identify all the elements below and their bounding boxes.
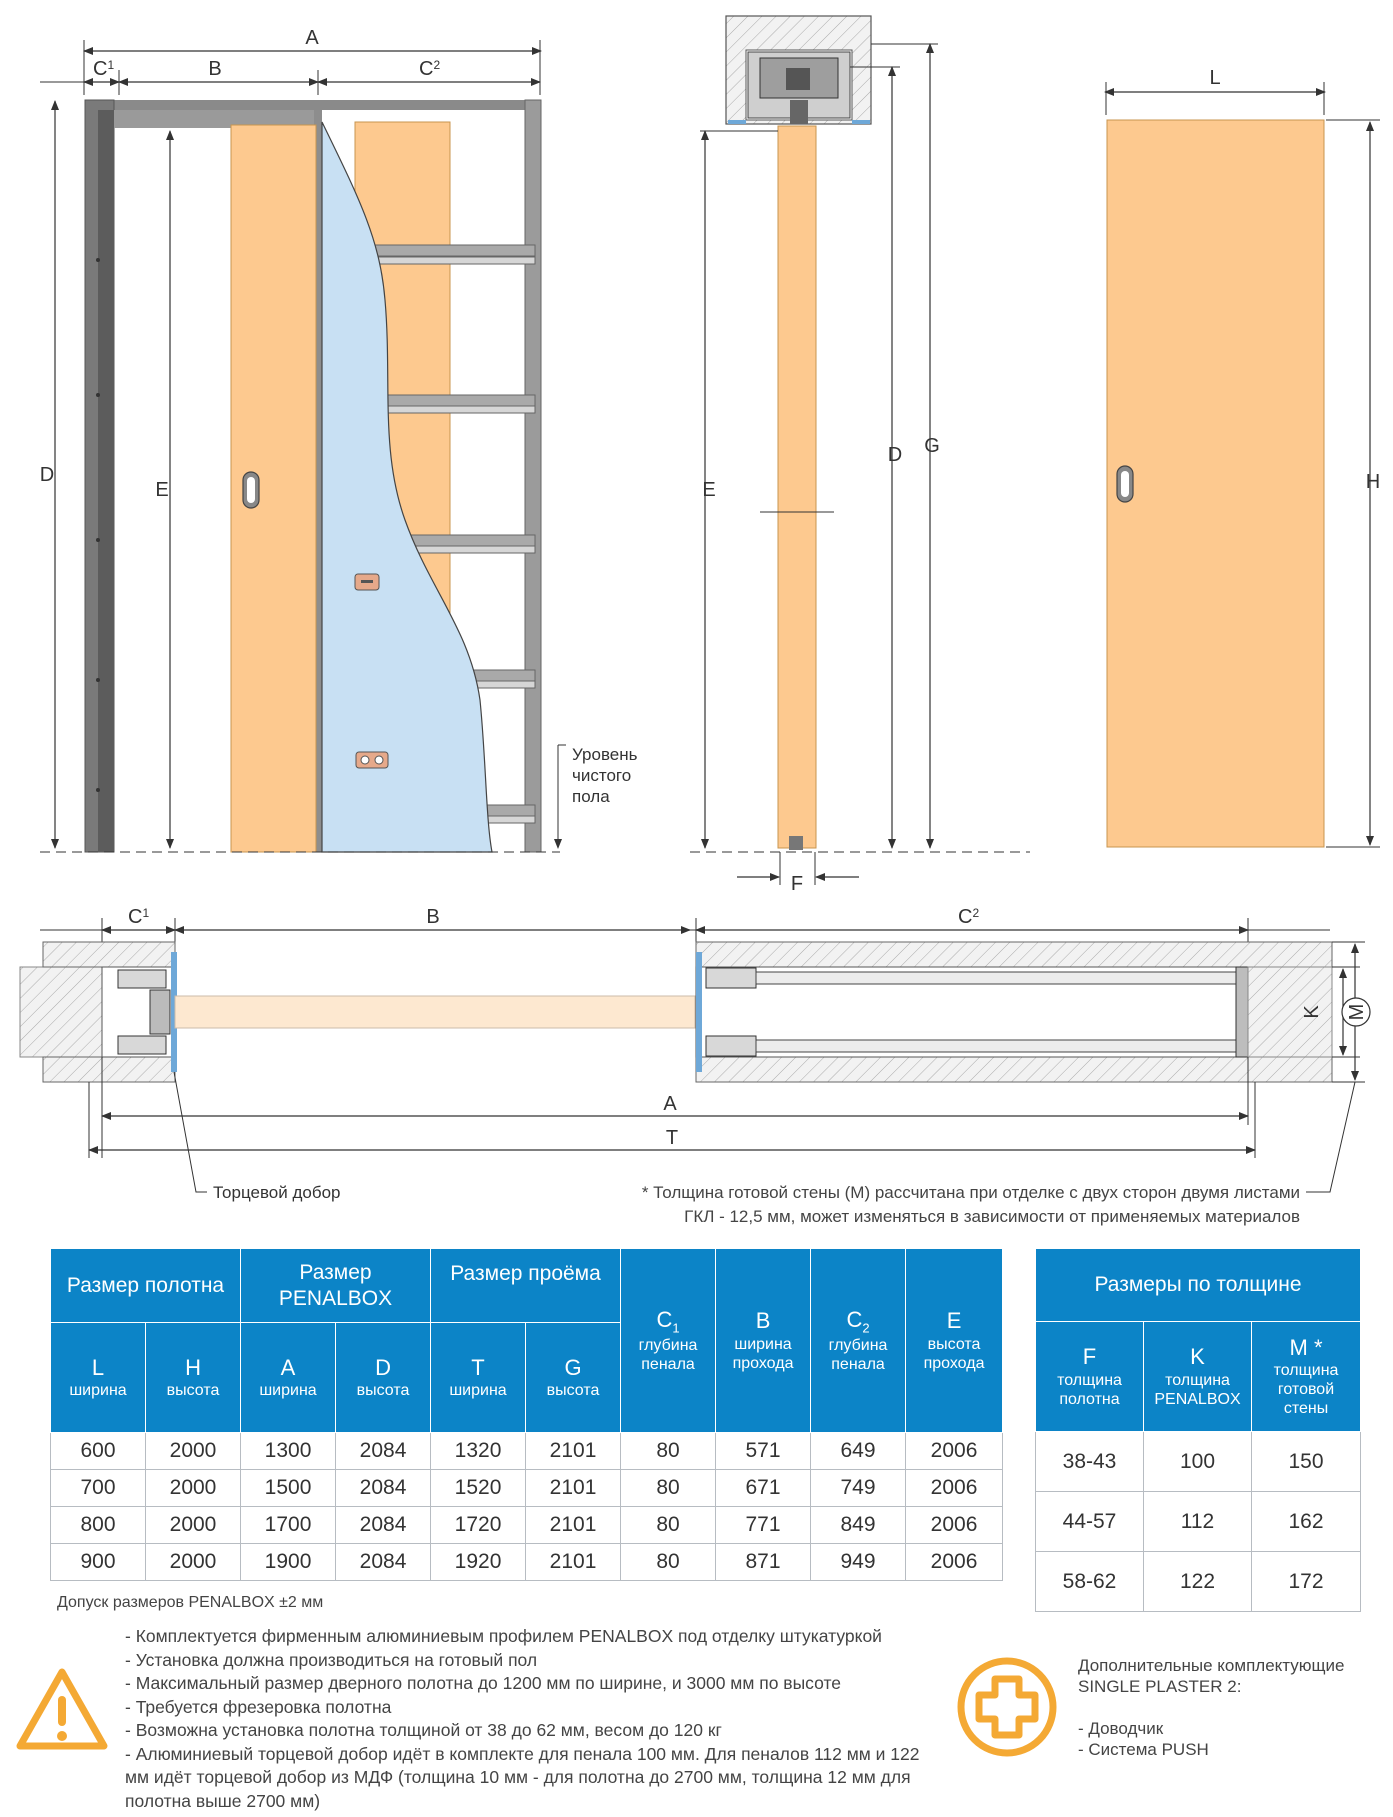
socket-icon bbox=[354, 573, 389, 769]
dim-C1-plan: C1 bbox=[128, 906, 149, 928]
table-row: 38-43 100 150 bbox=[1035, 1431, 1362, 1492]
list-item: - Доводчик bbox=[1078, 1719, 1164, 1738]
leaf-view: L H bbox=[1104, 67, 1380, 848]
plus-icon bbox=[957, 1657, 1057, 1757]
dim-D-front: D bbox=[40, 464, 54, 486]
floor-label-3: пола bbox=[572, 787, 610, 806]
accessories-title: Дополнительные комплектующие bbox=[1078, 1656, 1345, 1675]
plan-view: C1 B C2 K bbox=[19, 906, 1371, 1226]
dim-E-side: E bbox=[702, 479, 715, 501]
dim-M-plan: M bbox=[1346, 1004, 1368, 1021]
dim-C1-top: C1 bbox=[93, 58, 114, 80]
tolerance-note: Допуск размеров PENALBOX ±2 мм bbox=[57, 1594, 324, 1611]
table-row: 58-62 122 172 bbox=[1035, 1551, 1362, 1612]
col-K: K толщина PENALBOX bbox=[1143, 1321, 1252, 1432]
dim-E-front: E bbox=[155, 479, 168, 501]
dim-D-side: D bbox=[888, 444, 902, 466]
accessories: Дополнительные комплектующие SINGLE PLAS… bbox=[1078, 1655, 1344, 1760]
requirements-list: - Комплектуется фирменным алюминиевым пр… bbox=[125, 1625, 945, 1813]
thickness-table: Размеры по толщине F толщина полотна K т… bbox=[1034, 1248, 1362, 1612]
dim-B-plan: B bbox=[426, 906, 439, 928]
col-M: M * толщина готовой стены bbox=[1250, 1321, 1362, 1432]
front-view: A C1 B C2 D E bbox=[40, 27, 638, 853]
dimensions-table: Размер полотна Размер PENALBOX Размер пр… bbox=[49, 1248, 1004, 1581]
group-leaf: Размер полотна bbox=[49, 1248, 242, 1323]
dim-C2-plan: C2 bbox=[958, 906, 979, 928]
col-B: B ширина прохода bbox=[715, 1248, 812, 1433]
list-item: - Возможна установка полотна толщиной от… bbox=[125, 1720, 722, 1740]
dim-L-leaf: L bbox=[1209, 67, 1220, 89]
list-item: - Требуется фрезеровка полотна bbox=[125, 1696, 392, 1717]
dim-F-side: F bbox=[791, 873, 803, 895]
dim-C2-top: C2 bbox=[419, 58, 440, 80]
dim-G-side: G bbox=[924, 435, 940, 457]
accessories-subtitle: SINGLE PLASTER 2: bbox=[1078, 1677, 1242, 1696]
door-handle-icon bbox=[242, 471, 260, 509]
dim-K-plan: K bbox=[1301, 1005, 1323, 1019]
list-item: - Комплектуется фирменным алюминиевым пр… bbox=[125, 1626, 882, 1646]
list-item: - Установка должна производиться на гото… bbox=[125, 1649, 538, 1670]
group-penalbox: Размер PENALBOX bbox=[240, 1248, 432, 1323]
floor-label-2: чистого bbox=[572, 766, 631, 785]
dim-A-plan: A bbox=[663, 1093, 677, 1115]
wall-note-1: * Толщина готовой стены (М) рассчитана п… bbox=[642, 1183, 1300, 1202]
end-strip-label: Торцевой добор bbox=[213, 1183, 341, 1202]
dim-H-leaf: H bbox=[1366, 471, 1380, 493]
group-opening: Размер проёма bbox=[430, 1248, 622, 1323]
dim-B-top: B bbox=[208, 58, 221, 80]
list-item: - Максимальный размер дверного полотна д… bbox=[125, 1673, 842, 1693]
list-item: - Алюминиевый торцевой добор идёт в комп… bbox=[125, 1743, 920, 1811]
list-item: - Система PUSH bbox=[1078, 1740, 1209, 1759]
dim-A-top: A bbox=[305, 27, 319, 49]
wall-note-2: ГКЛ - 12,5 мм, может изменяться в зависи… bbox=[684, 1207, 1300, 1226]
col-F: F толщина полотна bbox=[1035, 1321, 1144, 1432]
col-C2: C2 глубина пенала bbox=[810, 1248, 907, 1433]
side-view: E D G F bbox=[690, 15, 1030, 895]
warning-icon bbox=[16, 1668, 108, 1750]
thickness-title: Размеры по толщине bbox=[1034, 1248, 1362, 1322]
floor-label-1: Уровень bbox=[572, 745, 638, 764]
col-C1: C1 глубина пенала bbox=[620, 1248, 717, 1433]
door-handle-icon bbox=[1116, 465, 1134, 503]
table-row: 44-57 112 162 bbox=[1035, 1491, 1362, 1552]
dim-T-plan: T bbox=[666, 1127, 678, 1149]
col-E: E высота прохода bbox=[905, 1248, 1004, 1433]
technical-drawing: A C1 B C2 D E bbox=[19, 15, 1380, 1226]
